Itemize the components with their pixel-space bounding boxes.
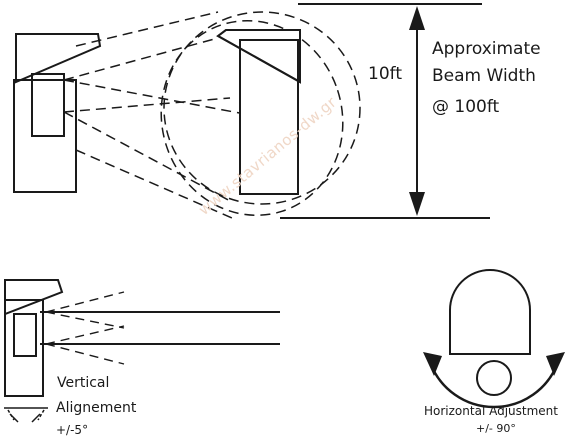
horizontal-adjustment-label: Horizontal Adjustment (424, 404, 558, 418)
beam-circles (160, 11, 361, 217)
side-view-unit (4, 279, 280, 397)
vertical-alignment-icon (4, 407, 48, 423)
beam-width-label-line3: @ 100ft (432, 97, 500, 117)
height-dimension (280, 3, 490, 219)
beam-width-label-line1: Approximate (432, 39, 541, 59)
vertical-spread (45, 291, 125, 365)
horizontal-adjustment-icon (423, 269, 565, 409)
beam-height-label: 10ft (368, 64, 402, 84)
beam-width-label-line2: Beam Width (432, 66, 536, 86)
receiver-unit (216, 29, 301, 195)
vertical-alignment-label-line2: Alignement (56, 400, 137, 416)
horizontal-adjustment-range: +/- 90° (476, 422, 516, 435)
vertical-alignment-label-line3: +/-5° (56, 423, 89, 437)
transmitter-unit (13, 33, 102, 193)
vertical-alignment-label-line1: Vertical (57, 375, 110, 391)
